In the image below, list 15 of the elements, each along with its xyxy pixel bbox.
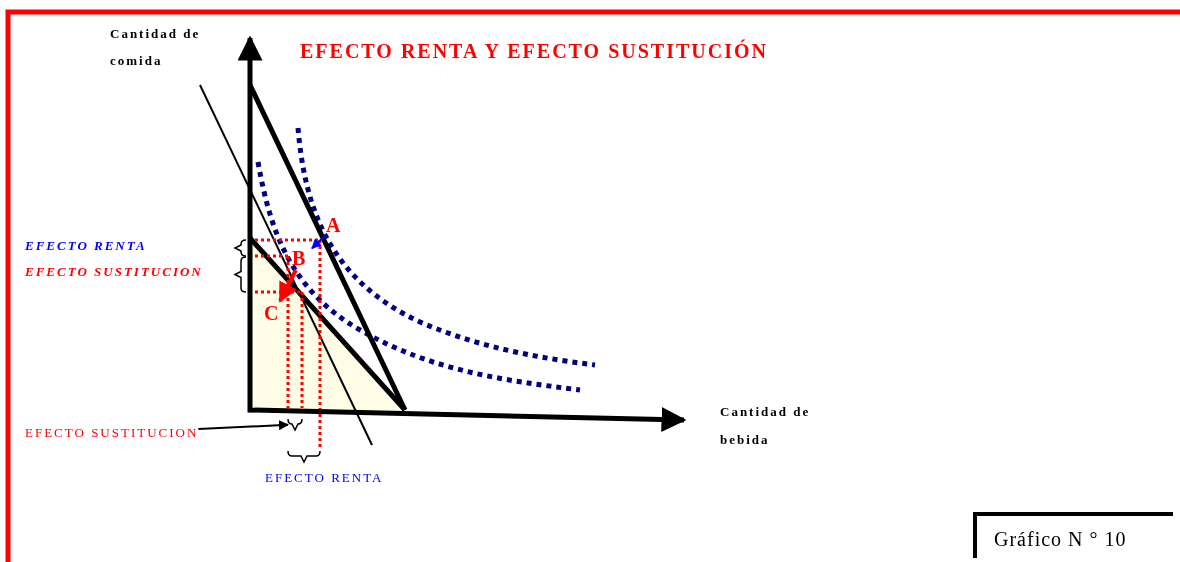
axis-label: Cantidad de bebida	[720, 403, 812, 449]
point-label: B	[292, 246, 312, 270]
effect-label: EFECTO RENTA	[25, 238, 147, 254]
effect-label: EFECTO SUSTITUCION	[25, 264, 203, 280]
caption: Gráfico N ° 10	[994, 528, 1127, 551]
effect-label: EFECTO RENTA	[265, 470, 384, 486]
arrow	[278, 269, 298, 303]
brace	[287, 418, 303, 431]
chart-title: EFECTO RENTA Y EFECTO SUSTITUCIÓN	[300, 40, 768, 63]
axis-label: Cantidad de comida	[110, 25, 202, 70]
point-label: C	[264, 301, 284, 325]
point-label: A	[326, 213, 346, 237]
arrow	[311, 233, 327, 250]
effect-label: EFECTO SUSTITUCION	[25, 424, 199, 442]
leader-line	[197, 420, 289, 431]
